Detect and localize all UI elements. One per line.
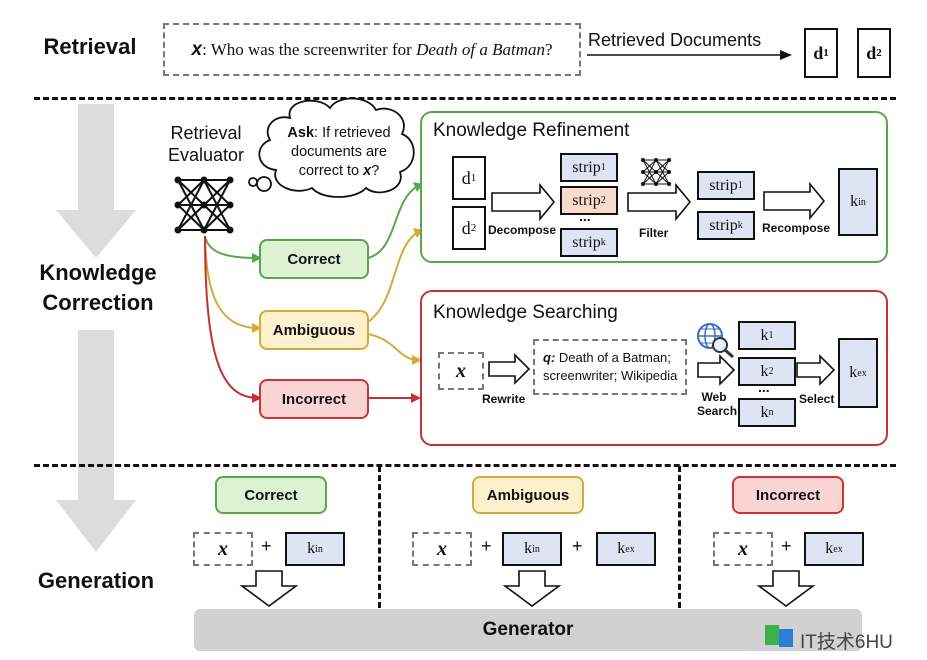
select-label: Select xyxy=(799,392,835,406)
gen-incorrect-x: x xyxy=(713,532,773,566)
gen-ambiguous-plus-1: + xyxy=(481,536,492,556)
stage-label-retrieval: Retrieval xyxy=(43,34,137,59)
tag-ambiguous: Ambiguous xyxy=(259,310,369,350)
separator-top xyxy=(34,97,896,100)
knowledge-refinement-title: Knowledge Refinement xyxy=(433,120,630,141)
query-prefix: : Who was the screenwriter for xyxy=(202,39,417,59)
tag-correct: Correct xyxy=(259,239,369,279)
gen-ambiguous-plus-2: + xyxy=(572,536,583,556)
search-query-x: x xyxy=(438,352,484,390)
gen-ambiguous-x: x xyxy=(412,532,472,566)
query-box: x: Who was the screenwriter for Death of… xyxy=(163,23,581,76)
stage-label-knowledge-correction: Knowledge Correction xyxy=(39,260,157,315)
knowledge-searching-title: Knowledge Searching xyxy=(433,302,618,323)
filter-label: Filter xyxy=(639,226,669,240)
gen-correct-x: x xyxy=(193,532,253,566)
query-var: x xyxy=(191,38,203,60)
gen-correct-plus: + xyxy=(261,536,272,556)
gen-tag-ambiguous: Ambiguous xyxy=(472,476,584,514)
decompose-label: Decompose xyxy=(488,223,557,237)
separator-gen-left xyxy=(378,466,381,608)
gen-incorrect-plus: + xyxy=(781,536,792,556)
watermark-text: IT技术6HU xyxy=(800,632,893,653)
rewrite-label: Rewrite xyxy=(482,392,526,406)
separator-bottom xyxy=(34,464,896,467)
generator-bar: Generator xyxy=(194,609,862,651)
retrieved-documents-label: Retrieved Documents xyxy=(588,30,762,50)
gen-tag-incorrect: Incorrect xyxy=(732,476,844,514)
recompose-label: Recompose xyxy=(762,221,831,235)
stage-label-generation: Generation xyxy=(37,568,155,593)
query-title: Death of a Batman xyxy=(416,39,545,59)
separator-gen-right xyxy=(678,466,681,608)
k-ellipsis: ... xyxy=(758,379,770,395)
cloud-text: Ask: If retrieved documents are correct … xyxy=(287,125,391,179)
strip-ellipsis: ... xyxy=(579,208,591,224)
gen-tag-correct: Correct xyxy=(215,476,327,514)
tag-incorrect: Incorrect xyxy=(259,379,369,419)
rewritten-query-box: q: Death of a Batman; screenwriter; Wiki… xyxy=(533,339,687,395)
query-suffix: ? xyxy=(544,39,553,59)
